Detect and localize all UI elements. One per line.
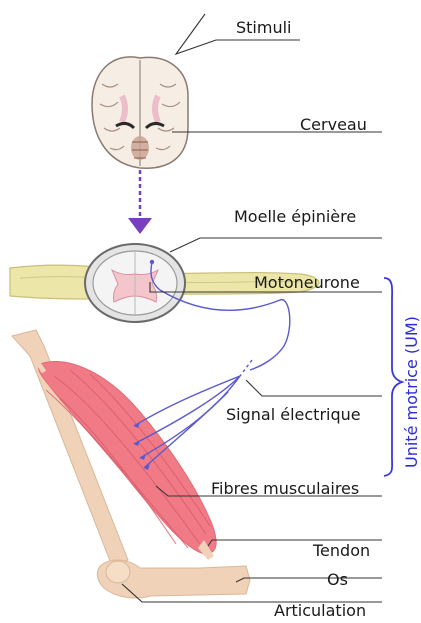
- brain-illustration: [92, 57, 188, 168]
- label-fibres-musculaires: Fibres musculaires: [211, 480, 359, 498]
- label-moelle-epiniere: Moelle épinière: [234, 208, 356, 226]
- label-stimuli: Stimuli: [236, 19, 292, 37]
- spinal-cord-section: [85, 244, 185, 322]
- label-os: Os: [327, 571, 348, 589]
- arrow-head-icon: [128, 218, 152, 234]
- label-motoneurone: Motoneurone: [254, 274, 360, 292]
- label-articulation: Articulation: [274, 602, 366, 620]
- label-tendon: Tendon: [313, 542, 370, 560]
- label-signal-electrique: Signal électrique: [226, 406, 361, 424]
- motor-unit-bracket: [384, 278, 402, 476]
- label-unite-motrice: Unité motrice (UM): [402, 316, 421, 468]
- label-cerveau: Cerveau: [300, 116, 367, 134]
- muscle-illustration: [36, 360, 216, 560]
- motoneuron-cell-body: [150, 260, 154, 264]
